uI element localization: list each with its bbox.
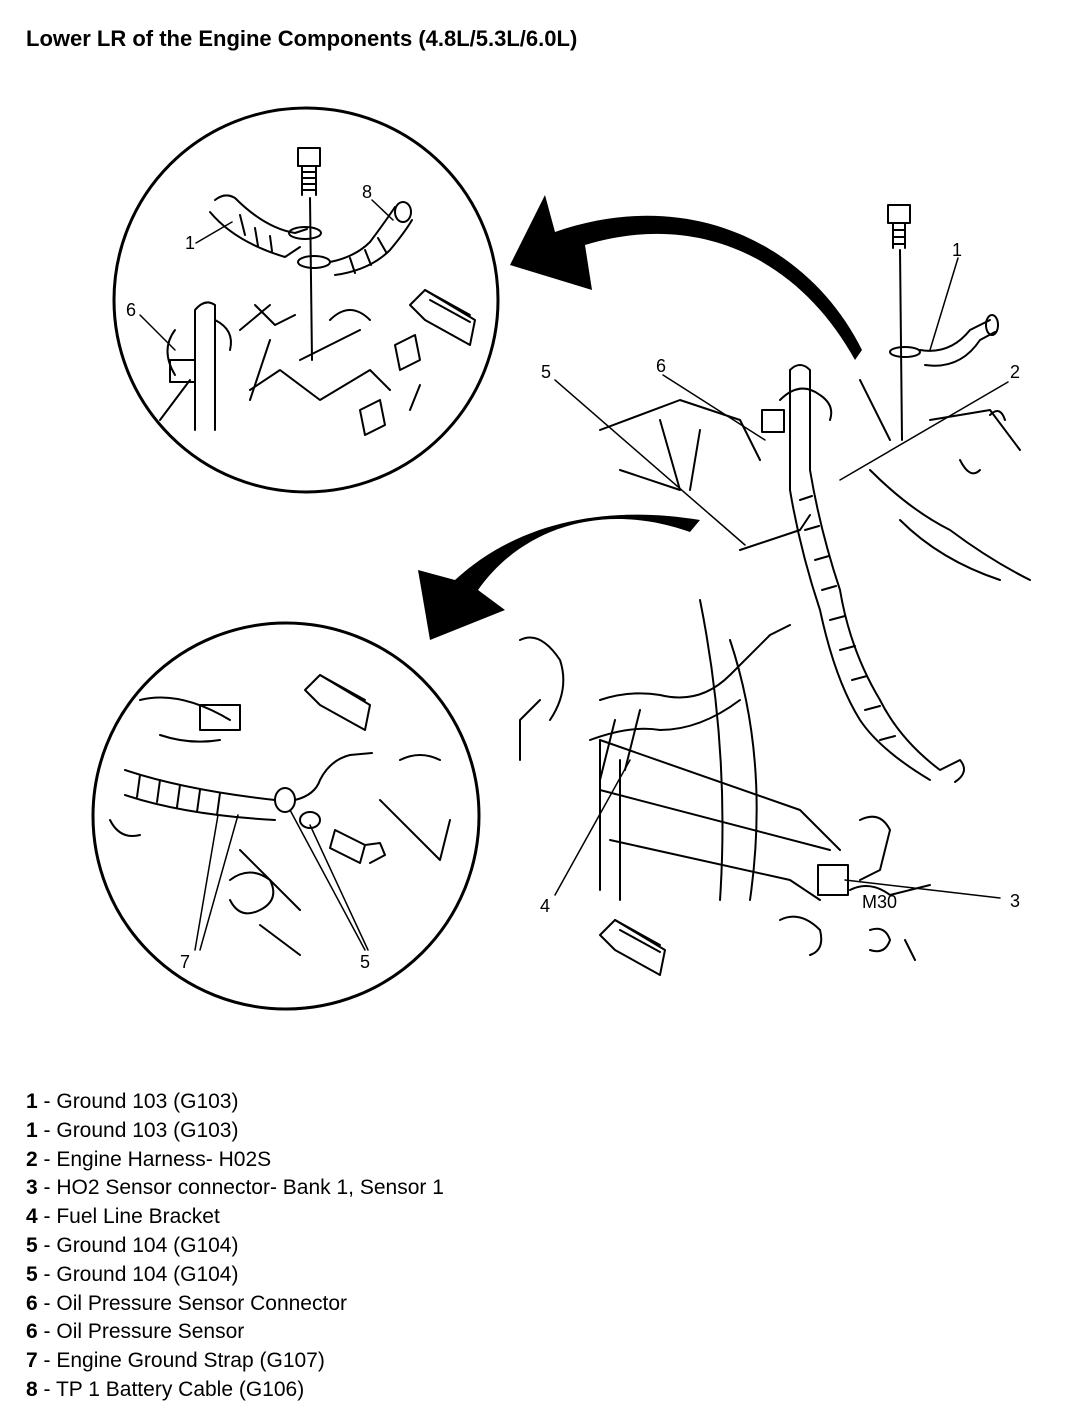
legend-separator: -	[37, 1377, 56, 1401]
legend-item: 6 - Oil Pressure Sensor	[26, 1318, 444, 1347]
bottom-detail-circle	[91, 621, 481, 1011]
legend-label: Ground 104 (G104)	[56, 1233, 239, 1257]
legend-separator: -	[37, 1147, 57, 1171]
legend-number: 3	[26, 1176, 38, 1200]
legend-item: 6 - Oil Pressure Sensor Connector	[26, 1290, 444, 1319]
legend-item: 2 - Engine Harness- H02S	[26, 1146, 444, 1175]
legend-label: Oil Pressure Sensor	[56, 1320, 245, 1344]
callout-6-main: 6	[656, 356, 666, 376]
lower-curved-arrow	[418, 514, 700, 640]
legend-separator: -	[37, 1262, 57, 1286]
page-title: Lower LR of the Engine Components (4.8L/…	[26, 26, 578, 51]
legend-item: 4 - Fuel Line Bracket	[26, 1203, 444, 1232]
top-detail-circle	[112, 106, 500, 494]
legend-separator: -	[37, 1176, 57, 1200]
callout-2: 2	[1010, 362, 1020, 382]
legend-item: 1 - Ground 103 (G103)	[26, 1088, 444, 1117]
callout-6-top: 6	[126, 300, 136, 320]
legend-item: 7 - Engine Ground Strap (G107)	[26, 1347, 444, 1376]
callout-3: 3	[1010, 891, 1020, 911]
callout-4: 4	[540, 896, 550, 916]
legend-number: 1	[26, 1090, 38, 1113]
legend: 1 - Ground 103 (G103) 1 - Ground 103 (G1…	[26, 1088, 444, 1405]
legend-label: HO2 Sensor connector- Bank 1, Sensor 1	[56, 1176, 444, 1200]
main-engine-view	[519, 204, 1031, 976]
callout-5-bottom: 5	[360, 952, 370, 972]
legend-number: 2	[26, 1147, 38, 1171]
legend-label: Ground 103 (G103)	[56, 1090, 239, 1113]
legend-label: TP 1 Battery Cable (G106)	[55, 1377, 305, 1401]
legend-label: Fuel Line Bracket	[56, 1205, 220, 1229]
legend-item: 3 - HO2 Sensor connector- Bank 1, Sensor…	[26, 1174, 444, 1203]
legend-number: 7	[26, 1349, 38, 1373]
callout-1-top: 1	[185, 233, 195, 253]
callout-8: 8	[362, 182, 372, 202]
legend-separator: -	[37, 1349, 57, 1373]
callout-7: 7	[180, 952, 190, 972]
legend-number: 4	[26, 1205, 38, 1229]
legend-number: 6	[26, 1320, 38, 1344]
legend-item: 1 - Ground 103 (G103)	[26, 1117, 444, 1146]
legend-label: Engine Ground Strap (G107)	[56, 1349, 325, 1373]
legend-label: Ground 103 (G103)	[56, 1118, 239, 1142]
upper-curved-arrow	[510, 195, 862, 360]
legend-number: 8	[26, 1377, 38, 1401]
legend-separator: -	[37, 1205, 57, 1229]
legend-number: 1	[26, 1118, 38, 1142]
legend-separator: -	[37, 1118, 57, 1142]
legend-item: 5 - Ground 104 (G104)	[26, 1232, 444, 1261]
legend-item: 5 - Ground 104 (G104)	[26, 1261, 444, 1290]
legend-number: 6	[26, 1291, 38, 1315]
legend-item: 8 - TP 1 Battery Cable (G106)	[26, 1376, 444, 1405]
legend-separator: -	[37, 1291, 57, 1315]
legend-separator: -	[37, 1320, 57, 1344]
legend-number: 5	[26, 1233, 38, 1257]
legend-separator: -	[37, 1233, 57, 1257]
legend-separator: -	[37, 1090, 57, 1113]
legend-label: Ground 104 (G104)	[56, 1262, 239, 1286]
engine-mark-label: M30	[862, 892, 897, 912]
legend-label: Engine Harness- H02S	[56, 1147, 272, 1171]
engine-diagram: 1 8 6 7 5	[91, 106, 1031, 1011]
legend-label: Oil Pressure Sensor Connector	[56, 1291, 347, 1315]
callout-5-main: 5	[541, 362, 551, 382]
legend-number: 5	[26, 1262, 38, 1286]
callout-1-main: 1	[952, 240, 962, 260]
